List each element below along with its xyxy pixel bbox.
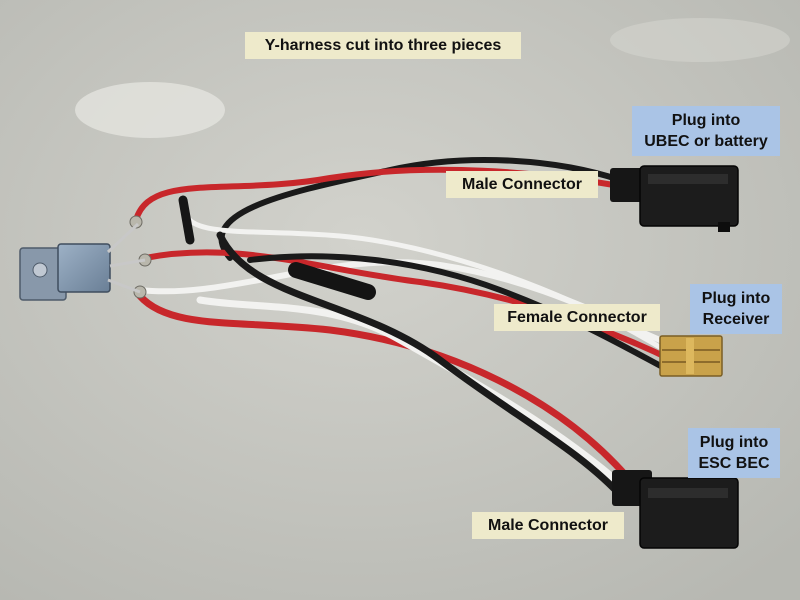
solder-joint: [129, 215, 143, 229]
heat-shrink-tube: [288, 262, 376, 300]
background-smudge: [75, 82, 225, 138]
destination-esc-line-2: ESC BEC: [698, 455, 770, 472]
voltage-regulator-icon: [19, 222, 146, 301]
wire-middle-white-short: [182, 202, 671, 355]
wire-lower-black: [216, 231, 629, 504]
destination-receiver-label: Plug into Receiver: [690, 284, 782, 334]
servo-connector-icon: [612, 470, 739, 549]
title-label: Y-harness cut into three pieces: [245, 32, 521, 59]
destination-receiver-line-1: Plug into: [701, 290, 771, 307]
heat-shrink-small: [178, 195, 195, 245]
destination-receiver-line-2: Receiver: [702, 311, 770, 328]
callout-bottom-male: Male Connector: [472, 512, 624, 539]
destination-ubec-label: Plug into UBEC or battery: [632, 106, 780, 156]
background-smudge: [610, 18, 790, 62]
destination-esc-line-1: Plug into: [699, 434, 769, 451]
wire-lower-red: [136, 292, 632, 482]
destination-ubec-line-2: UBEC or battery: [644, 133, 768, 150]
servo-connector-icon: [610, 165, 739, 232]
destination-ubec-line-1: Plug into: [671, 112, 741, 129]
callout-female: Female Connector: [494, 304, 660, 331]
servo-connector-icon: [659, 335, 723, 377]
wire-lower-white: [196, 296, 629, 492]
destination-esc-label: Plug into ESC BEC: [688, 428, 780, 478]
wire-middle-black: [247, 253, 675, 375]
callout-top-male: Male Connector: [446, 171, 598, 198]
